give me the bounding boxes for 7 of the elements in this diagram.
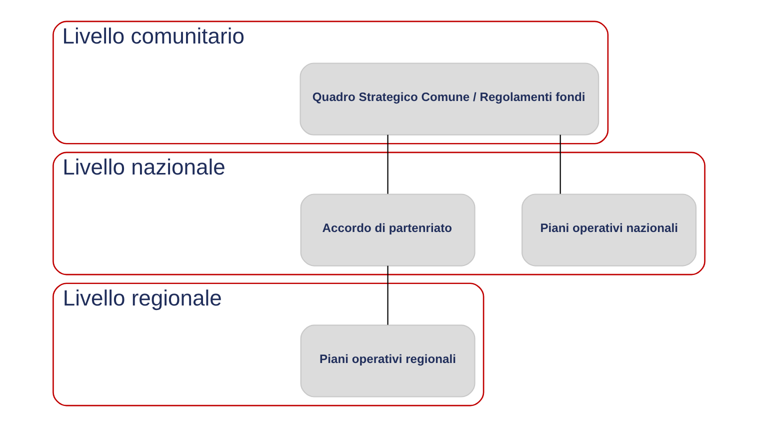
connector [386, 134, 388, 194]
connector [386, 266, 388, 325]
node-box: Accordo di partenriato [300, 194, 475, 266]
node-box: Piani operativi regionali [300, 324, 475, 398]
node-box: Quadro Strategico Comune / Regolamenti fondi [299, 62, 599, 136]
connector [559, 134, 560, 194]
node-box: Piani operativi nazionali [521, 194, 696, 266]
